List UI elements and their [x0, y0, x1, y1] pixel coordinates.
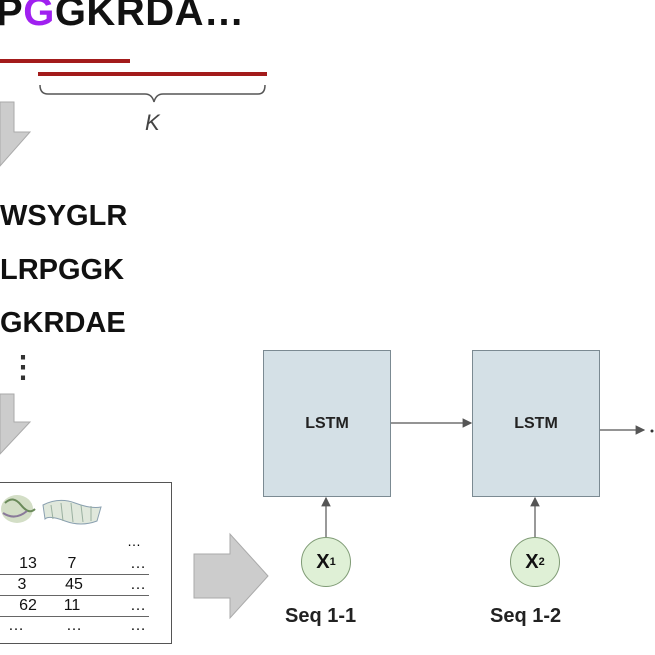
continuation-dot	[650, 429, 654, 433]
lstm-cell-label: LSTM	[305, 414, 349, 432]
table-cell: 62	[19, 597, 37, 614]
lstm-cell-2: LSTM	[472, 350, 600, 497]
lstm-cell-label: LSTM	[514, 414, 558, 432]
down-arrow-icon	[0, 393, 32, 455]
table-cell: 11	[63, 597, 81, 614]
table-cell: …	[66, 617, 82, 634]
table-cell: 13	[19, 555, 37, 572]
table-cell: …	[130, 597, 146, 614]
seq-label-1: Seq 1-1	[285, 605, 357, 627]
table-cell: …	[8, 617, 24, 634]
seq-label-2: Seq 1-2	[490, 605, 562, 627]
table-row-line	[0, 574, 149, 575]
kmer-1: WSYGLR	[0, 200, 128, 232]
down-arrow-icon	[0, 101, 32, 167]
table-cell: …	[130, 617, 146, 634]
table-cell: 45	[65, 576, 83, 593]
table-row-line	[0, 595, 149, 596]
table-row-line	[0, 616, 149, 617]
window-brace	[39, 84, 266, 103]
window-size-label: K	[145, 110, 160, 135]
sequence-prefix: P	[0, 0, 24, 34]
sliding-window-graphic	[0, 59, 267, 103]
lstm-cell-1: LSTM	[263, 350, 391, 497]
input-node-subscript: 1	[329, 556, 336, 568]
protein-sequence: PGGKRDA…	[0, 0, 244, 35]
table-cell: 7	[67, 555, 77, 572]
table-cell: 3	[17, 576, 27, 593]
right-arrow-icon	[193, 532, 269, 620]
input-node-label: X	[316, 550, 330, 573]
protein-barrel-icon	[42, 499, 102, 525]
sequence-highlight-residue: G	[23, 0, 55, 34]
table-header-ellipsis: …	[127, 533, 141, 549]
input-node-subscript: 2	[538, 556, 545, 568]
table-cell: …	[130, 555, 146, 572]
kmer-ellipsis: ⋮	[8, 351, 38, 384]
feature-table: … 13 7 … 3 45 … 62 11 … … … …	[0, 482, 172, 644]
kmer-2: LRPGGK	[0, 254, 125, 286]
table-cell: …	[130, 576, 146, 593]
input-node-label: X	[525, 550, 539, 573]
protein-structure-icon	[1, 495, 36, 523]
kmer-3: GKRDAE	[0, 307, 126, 339]
sequence-rest: GKRDA…	[54, 0, 245, 34]
